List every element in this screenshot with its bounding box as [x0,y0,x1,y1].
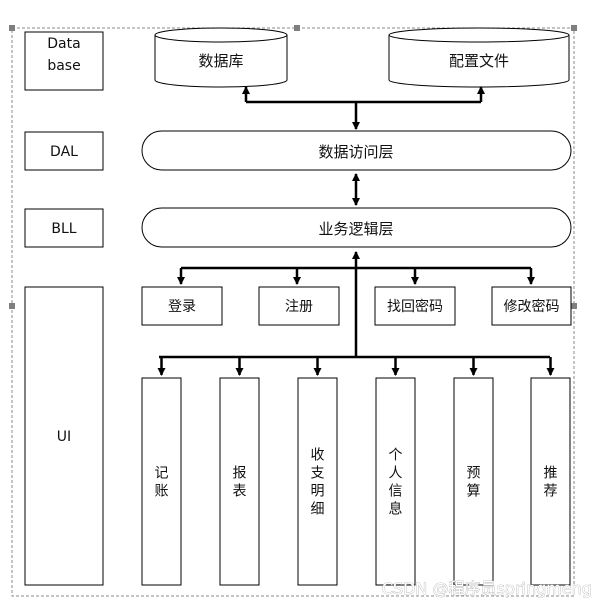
feature-module-box [219,377,260,586]
layer-dal-box: DAL [24,131,104,171]
feature-module-label: 推荐 [544,466,558,500]
feature-module-5: 推荐 [530,357,571,586]
config-file-cylinder: 配置文件 [388,27,570,88]
feature-module-label: 记账 [155,466,169,500]
layer-bll-box: BLL [24,208,104,248]
feature-module-label: 收支明细 [311,448,325,518]
layer-ui-label: UI [57,429,71,445]
dal-layer-bar: 数据访问层 [141,130,572,171]
auth-module-box [374,286,456,326]
feature-modules: 记账 报表 收支明细 个人信息 预算 推荐 [141,357,571,586]
layer-bll-label: BLL [51,221,76,237]
feature-module-label: 报表 [233,466,247,500]
auth-modules: 登录 注册 找回密码 修改密码 [141,268,572,326]
auth-module-label: 注册 [285,299,313,315]
auth-module-box [491,286,572,326]
auth-module-box [141,286,223,326]
config-file-label: 配置文件 [449,52,509,70]
layer-dal-label: DAL [50,144,78,160]
bll-layer-bar: 业务逻辑层 [141,207,572,248]
feature-module-4: 预算 [453,357,494,586]
feature-module-box [297,377,338,586]
layer-ui-box: UI [24,286,104,586]
dal-layer-label: 数据访问层 [318,143,393,161]
auth-module-1: 注册 [258,268,340,326]
auth-module-label: 修改密码 [504,298,560,315]
auth-module-2: 找回密码 [374,268,456,326]
feature-module-box [453,377,494,586]
feature-module-2: 收支明细 [297,357,338,586]
bll-module-connector [159,251,550,359]
feature-module-box [141,377,182,586]
feature-module-3: 个人信息 [375,357,416,586]
feature-module-label: 个人信息 [389,448,403,518]
storage-dal-connector [242,86,485,130]
feature-module-box [375,377,416,586]
feature-module-box [530,377,571,586]
feature-module-label: 预算 [467,466,481,500]
feature-module-1: 报表 [219,357,260,586]
selection-frame [11,27,575,597]
auth-module-0: 登录 [141,268,223,326]
auth-module-label: 找回密码 [387,298,443,315]
feature-module-0: 记账 [141,357,182,586]
auth-module-label: 登录 [168,299,196,315]
watermark: CSDN @程序员springmeng [382,579,592,598]
database-label: 数据库 [198,52,243,70]
auth-module-box [258,286,340,326]
selection-handles [9,25,577,309]
bll-layer-label: 业务逻辑层 [318,220,393,238]
auth-module-3: 修改密码 [491,268,572,326]
database-cylinder: 数据库 [154,27,288,88]
